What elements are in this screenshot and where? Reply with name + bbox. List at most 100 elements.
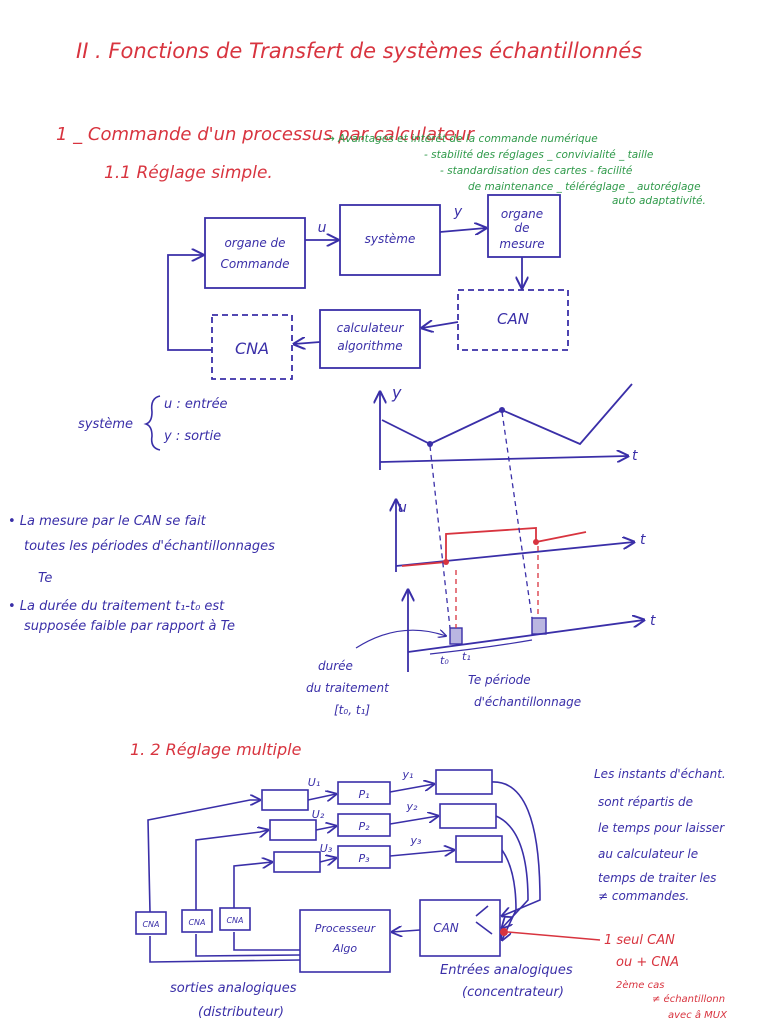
signal-y-label: y bbox=[453, 204, 463, 220]
label-systeme: système bbox=[365, 232, 416, 246]
label-organe-commande-2: Commande bbox=[220, 257, 289, 271]
graph-labels: y t u t t t₀ t₁ durée du traitement [t₀,… bbox=[306, 383, 656, 717]
sys-y: y : sortie bbox=[163, 429, 221, 444]
processor-block bbox=[299, 909, 391, 973]
can-notes: 1 seul CAN ou + CNA 2ème cas ≠ échantill… bbox=[500, 928, 728, 1021]
section1-heading: 1 _ Commande d'un processus par calculat… bbox=[56, 124, 476, 145]
u-signal-steps bbox=[401, 527, 587, 567]
note-line: supposée faible par rapport à Te bbox=[24, 619, 235, 634]
sys-label: système bbox=[78, 417, 133, 432]
advantage-line: - stabilité des réglages _ convivialité … bbox=[424, 149, 653, 161]
note-line: Les instants d'échant. bbox=[594, 767, 726, 781]
entrees-label-2: (concentrateur) bbox=[462, 985, 564, 1000]
update-point bbox=[533, 539, 539, 545]
sensor-1 bbox=[435, 769, 493, 795]
cna-label: CNA bbox=[188, 918, 205, 927]
label-calculateur-1: calculateur bbox=[337, 321, 405, 335]
processing-window bbox=[449, 627, 463, 645]
label-organe-commande-1: organe de bbox=[224, 236, 285, 250]
y-signal-curve bbox=[381, 383, 633, 446]
label-can: CAN bbox=[497, 310, 529, 328]
multi-diagram-labels: U₁ U₂ U₃ P₁ P₂ P₃ y₁ y₂ y₃ CNA CNA CNA P… bbox=[142, 768, 458, 955]
cna-label: CNA bbox=[142, 920, 159, 929]
cna-1 bbox=[135, 911, 167, 935]
advantage-line: de maintenance _ téléréglage _ autorégla… bbox=[468, 181, 701, 193]
processing-window bbox=[531, 617, 547, 635]
subsection-1-2: 1. 2 Réglage multiple bbox=[130, 740, 302, 759]
y-axis-label: y bbox=[391, 383, 402, 402]
note-line: le temps pour laisser bbox=[598, 821, 725, 835]
block-can bbox=[457, 289, 569, 351]
red-note-line: ou + CNA bbox=[616, 955, 679, 970]
can-marker bbox=[500, 928, 508, 936]
input-label: U₂ bbox=[312, 808, 325, 821]
sample-point bbox=[499, 407, 505, 413]
actuator-2 bbox=[269, 819, 317, 841]
input-label: U₁ bbox=[308, 776, 320, 789]
note-line: Te bbox=[38, 571, 52, 586]
can-block bbox=[419, 899, 501, 957]
label-organe-mesure-1: organe bbox=[501, 207, 543, 221]
sampling-note: Les instants d'échant. sont répartis de … bbox=[594, 767, 726, 903]
label-cna: CNA bbox=[235, 339, 269, 358]
output-label: y₃ bbox=[410, 834, 423, 847]
signal-u-label: u bbox=[318, 220, 327, 236]
cna-3 bbox=[219, 907, 251, 931]
te-label-1: Te période bbox=[468, 673, 531, 687]
label-organe-mesure-3: mesure bbox=[499, 237, 544, 251]
block-organe-commande bbox=[204, 217, 306, 289]
u-axis-label: u bbox=[398, 500, 407, 516]
t-axis-label: t bbox=[640, 532, 646, 548]
page-title: II . Fonctions de Transfert de systèmes … bbox=[76, 39, 642, 63]
process-label: P₂ bbox=[358, 820, 370, 833]
actuator-1 bbox=[261, 789, 309, 811]
system-definition: système u : entrée y : sortie bbox=[78, 395, 228, 451]
label-organe-mesure-2: de bbox=[515, 221, 530, 235]
output-label: y₂ bbox=[406, 800, 419, 813]
note-line: ≠ commandes. bbox=[598, 889, 689, 903]
note-line: toutes les périodes d'échantillonnages bbox=[24, 539, 275, 554]
t-axis-label: t bbox=[650, 613, 656, 629]
block-cna bbox=[211, 314, 293, 380]
advantage-line: → Avantages et intérêt de la commande nu… bbox=[326, 133, 598, 145]
advantages-list: → Avantages et intérêt de la commande nu… bbox=[326, 133, 706, 207]
timing-graphs bbox=[355, 383, 644, 672]
red-note-line: 2ème cas bbox=[616, 979, 664, 991]
red-note-line: ≠ échantillonn bbox=[652, 993, 725, 1005]
te-label-2: d'échantillonnage bbox=[474, 695, 581, 709]
note-line: au calculateur le bbox=[598, 847, 698, 861]
duree-label-2: du traitement bbox=[306, 681, 390, 695]
sorties-label-1: sorties analogiques bbox=[170, 981, 297, 996]
duree-label-3: [t₀, t₁] bbox=[334, 703, 370, 717]
note-line: sont répartis de bbox=[598, 795, 693, 809]
t-axis-label: t bbox=[632, 448, 638, 464]
processor-label-1: Processeur bbox=[315, 922, 377, 935]
sorties-label-2: (distributeur) bbox=[198, 1005, 284, 1020]
duree-label-1: durée bbox=[318, 659, 353, 673]
sensor-3 bbox=[455, 835, 503, 863]
note-line: • La durée du traitement t₁-t₀ est bbox=[8, 599, 225, 614]
block-labels: organe de Commande système organe de mes… bbox=[220, 204, 544, 358]
measurement-notes: • La mesure par le CAN se fait toutes le… bbox=[8, 514, 275, 634]
label-calculateur-2: algorithme bbox=[337, 339, 402, 353]
block-systeme bbox=[339, 204, 441, 276]
note-line: • La mesure par le CAN se fait bbox=[8, 514, 207, 529]
block-organe-mesure bbox=[487, 194, 561, 258]
sample-point bbox=[427, 441, 433, 447]
advantage-line: - standardisation des cartes - facilité bbox=[440, 165, 633, 177]
processor-label-2: Algo bbox=[332, 942, 358, 955]
output-label: y₁ bbox=[402, 768, 414, 781]
block-diagram-simple bbox=[167, 194, 569, 380]
block-diagram-multiple bbox=[135, 769, 541, 973]
can-label: CAN bbox=[433, 921, 459, 935]
advantage-line: auto adaptativité. bbox=[612, 195, 706, 207]
process-label: P₃ bbox=[358, 852, 370, 865]
block-calculateur bbox=[319, 309, 421, 369]
process-label: P₁ bbox=[358, 788, 369, 801]
actuator-3 bbox=[273, 851, 321, 873]
cna-2 bbox=[181, 909, 213, 933]
sys-u: u : entrée bbox=[164, 397, 228, 412]
entrees-label-1: Entrées analogiques bbox=[440, 963, 573, 978]
